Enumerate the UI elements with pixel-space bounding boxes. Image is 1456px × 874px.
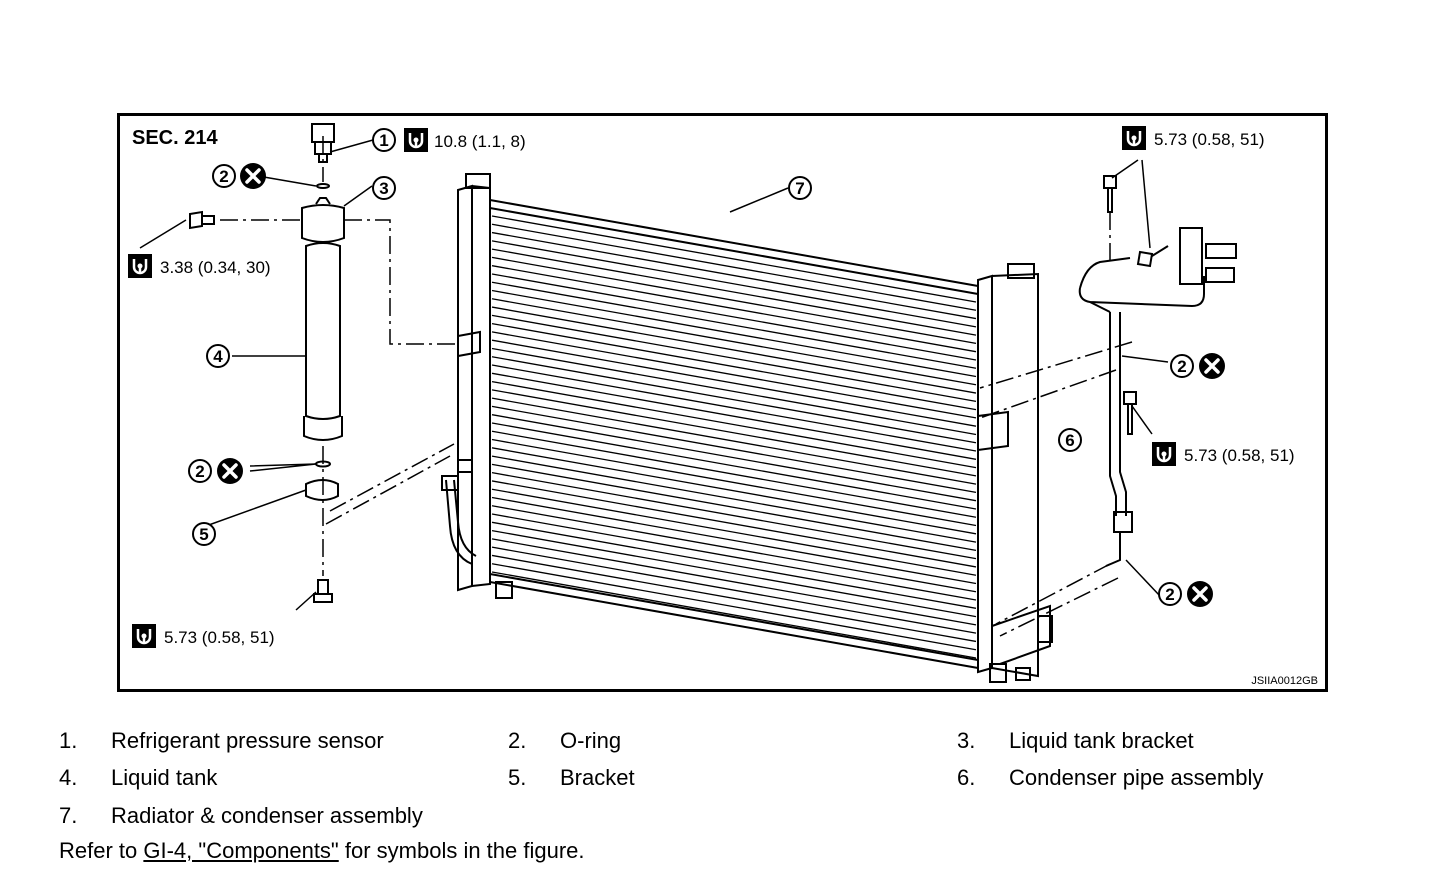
leader-lines [139, 139, 1169, 611]
condenser-fin [491, 430, 977, 518]
torque-wrench-icon [126, 252, 154, 280]
svg-text:7: 7 [795, 179, 804, 198]
svg-text:2: 2 [1165, 585, 1174, 604]
liquid-tank-stack [189, 123, 345, 603]
figure-code: JSIIA0012GB [1251, 675, 1318, 687]
svg-text:5: 5 [199, 525, 208, 544]
svg-text:6: 6 [1065, 431, 1074, 450]
callout-4: 4 [206, 344, 230, 368]
svg-text:2: 2 [1177, 357, 1186, 376]
torque-mid-right-bolt: 5.73 (0.58, 51) [1184, 446, 1295, 465]
condenser-fin [491, 256, 977, 345]
condenser-fin [491, 339, 977, 427]
condenser-fin [491, 563, 977, 651]
condenser-fin [491, 248, 977, 336]
callout-numbers: 1 2 3 4 2 5 7 2 6 2 [188, 128, 1194, 606]
torque-wrench-icon [130, 622, 158, 650]
condenser-fin [491, 306, 977, 394]
condenser-fin [491, 505, 977, 593]
condenser-fin [491, 472, 977, 560]
condenser-fin [491, 215, 977, 303]
condenser-fin [491, 521, 977, 609]
condenser-fin [491, 405, 977, 494]
condenser-fin [491, 438, 977, 527]
section-label: SEC. 214 [132, 127, 218, 149]
do-not-reuse-icon [1185, 579, 1215, 609]
torque-sensor: 10.8 (1.1, 8) [434, 132, 526, 151]
callout-2-top: 2 [212, 164, 236, 188]
condenser-fin [491, 513, 977, 601]
condenser-fin [491, 463, 977, 552]
callout-2-right-top: 2 [1170, 354, 1194, 378]
torque-wrench-icon [1150, 440, 1178, 468]
condenser-fin [491, 240, 977, 328]
callout-3: 3 [372, 176, 396, 200]
condenser-fin [491, 447, 977, 535]
do-not-reuse-icon [1197, 351, 1227, 381]
condenser-fin [491, 281, 977, 369]
svg-text:2: 2 [195, 462, 204, 481]
callout-2-mid: 2 [188, 459, 212, 483]
condenser-fin [491, 231, 977, 320]
condenser-fin [491, 554, 977, 643]
condenser-fin [491, 455, 977, 543]
condenser-fin [491, 322, 977, 411]
callout-1: 1 [372, 128, 396, 152]
condenser-fin [491, 273, 977, 361]
torque-top-right-bolt: 5.73 (0.58, 51) [1154, 130, 1265, 149]
condenser-fin [491, 488, 977, 576]
condenser-fin [491, 480, 977, 568]
callout-2-right-bottom: 2 [1158, 582, 1182, 606]
do-not-reuse-icon [215, 456, 245, 486]
condenser-fin [491, 372, 977, 460]
torque-bracket-bolt: 3.38 (0.34, 30) [160, 258, 271, 277]
condenser-fin [491, 397, 977, 485]
condenser-fin [491, 356, 977, 444]
condenser-fin [491, 265, 977, 353]
condenser-fin [491, 546, 977, 634]
condenser-fin [491, 496, 977, 585]
do-not-reuse-icon [238, 161, 268, 191]
condenser-fin [491, 223, 977, 311]
torque-wrench-icon [1120, 124, 1148, 152]
callout-5: 5 [192, 522, 216, 546]
condenser-fin [491, 314, 977, 402]
torque-wrench-icon [402, 126, 430, 154]
svg-text:3: 3 [379, 179, 388, 198]
condenser-fin [491, 422, 977, 510]
svg-text:4: 4 [213, 347, 223, 366]
exploded-view-drawing: SEC. 214 [126, 123, 1318, 687]
condenser-fin [491, 364, 977, 452]
condenser-fin [491, 538, 977, 626]
components-reference-link[interactable]: GI-4, "Components" [143, 838, 339, 863]
callout-7: 7 [788, 176, 812, 200]
component-diagram: SEC. 214 [117, 113, 1328, 692]
torque-bottom-bolt: 5.73 (0.58, 51) [164, 628, 275, 647]
condenser-fin [491, 298, 977, 386]
condenser-fin [491, 571, 977, 659]
radiator-assembly [441, 173, 1053, 683]
callout-6: 6 [1058, 428, 1082, 452]
condenser-fin [491, 289, 977, 378]
svg-text:1: 1 [379, 131, 388, 150]
svg-text:2: 2 [219, 167, 228, 186]
condenser-fin [491, 347, 977, 436]
footer-note: Refer to GI-4, "Components" for symbols … [59, 838, 585, 863]
condenser-fin [491, 389, 977, 477]
alignment-lines [220, 136, 1133, 637]
condenser-fin [491, 414, 977, 502]
condenser-fin [491, 331, 977, 419]
condenser-fin [491, 380, 977, 469]
condenser-fin [491, 529, 977, 618]
